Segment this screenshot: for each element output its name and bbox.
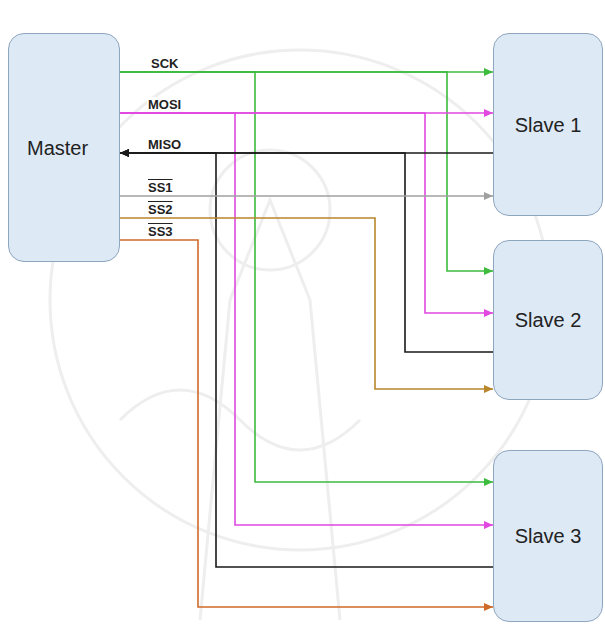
arrow-head <box>484 267 493 275</box>
node-label: Slave 3 <box>514 523 582 549</box>
node-label: Slave 1 <box>514 112 582 138</box>
signal-name: SS3 <box>147 224 174 239</box>
node-label: Master <box>27 135 88 161</box>
master-box: Master <box>8 33 120 262</box>
arrow-head <box>484 309 493 317</box>
slave-box: Slave 2 <box>493 240 603 400</box>
signal-wire <box>120 153 493 567</box>
signal-name: SS1 <box>147 180 174 195</box>
signal-wire <box>120 72 493 482</box>
signal-name: SCK <box>150 56 179 71</box>
signal-wire <box>120 72 493 271</box>
signal-name: MISO <box>147 137 182 152</box>
slave-box: Slave 1 <box>493 33 603 216</box>
arrow-head <box>484 385 493 393</box>
arrow-head <box>484 109 493 117</box>
signal-wire <box>120 195 493 197</box>
signal-wire <box>120 153 493 352</box>
arrow-head <box>484 68 493 76</box>
signal-name: MOSI <box>147 97 182 112</box>
arrow-head <box>120 149 129 157</box>
signal-wire <box>120 113 493 525</box>
signal-wire <box>120 113 493 313</box>
arrow-head <box>120 149 129 157</box>
node-label: Slave 2 <box>514 307 582 333</box>
arrow-head <box>120 149 129 157</box>
signal-name: SS2 <box>147 202 174 217</box>
arrow-head <box>484 478 493 486</box>
signal-wire <box>120 240 493 607</box>
slave-box: Slave 3 <box>493 450 603 622</box>
arrow-head <box>484 192 493 200</box>
arrow-head <box>484 603 493 611</box>
signal-wire <box>120 218 493 389</box>
arrow-head <box>484 521 493 529</box>
